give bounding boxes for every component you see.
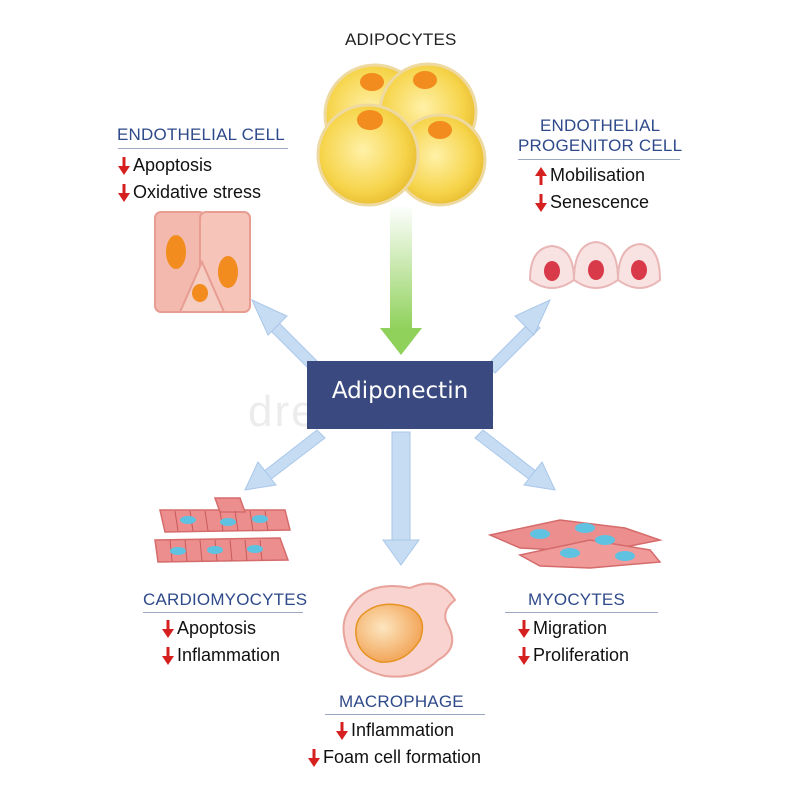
down-arrow-icon	[118, 156, 130, 175]
myocytes-effect-2: Proliferation	[518, 645, 629, 666]
adipocytes-title: ADIPOCYTES	[345, 30, 457, 49]
endothelial-divider	[118, 148, 288, 149]
myocytes-divider	[505, 612, 658, 613]
cardiomyocytes-divider	[143, 612, 303, 613]
progenitor-title-line2: PROGENITOR CELL	[518, 136, 683, 155]
arrow-to-endothelial	[250, 298, 322, 374]
macrophage-effect-2: Foam cell formation	[308, 747, 481, 768]
progenitor-effect-1: Mobilisation	[535, 165, 645, 186]
source-arrow	[380, 205, 422, 355]
endothelial-effect-1: Apoptosis	[118, 155, 212, 176]
down-arrow-icon	[336, 721, 348, 740]
arrow-to-macrophage	[382, 431, 420, 566]
effect-text: Migration	[533, 618, 608, 638]
endothelial-effect-2: Oxidative stress	[118, 182, 261, 203]
endothelial-title: ENDOTHELIAL CELL	[117, 125, 285, 144]
down-arrow-icon	[308, 748, 320, 767]
down-arrow-icon	[535, 193, 547, 212]
effect-text: Apoptosis	[133, 155, 213, 175]
adiponectin-box: Adiponectin	[307, 361, 493, 429]
effect-text: Mobilisation	[550, 165, 646, 185]
effect-text: Inflammation	[177, 645, 281, 665]
effect-text: Apoptosis	[177, 618, 257, 638]
effect-text: Senescence	[550, 192, 650, 212]
cardiomyocytes-effect-2: Inflammation	[162, 645, 280, 666]
myocytes-illustration	[487, 519, 663, 569]
up-arrow-icon	[535, 166, 547, 185]
macrophage-title: MACROPHAGE	[339, 692, 464, 711]
cardiomyocytes-effect-1: Apoptosis	[162, 618, 256, 639]
adiponectin-label: Adiponectin	[331, 378, 469, 404]
cardiomyocytes-illustration	[154, 497, 291, 563]
effect-text: Oxidative stress	[133, 182, 262, 202]
down-arrow-icon	[162, 619, 174, 638]
effect-text: Inflammation	[351, 720, 455, 740]
arrow-to-cardiomyocytes	[244, 429, 326, 491]
effect-text: Foam cell formation	[323, 747, 482, 767]
arrow-to-myocytes	[474, 429, 556, 491]
progenitor-divider	[518, 159, 680, 160]
macrophage-divider	[325, 714, 485, 715]
macrophage-effect-1: Inflammation	[336, 720, 454, 741]
effect-text: Proliferation	[533, 645, 630, 665]
progenitor-title-line1: ENDOTHELIAL	[540, 116, 661, 135]
down-arrow-icon	[518, 646, 530, 665]
arrow-to-progenitor	[486, 298, 552, 374]
endothelial-cell-illustration	[154, 211, 251, 313]
down-arrow-icon	[118, 183, 130, 202]
progenitor-effect-2: Senescence	[535, 192, 649, 213]
adipocytes-illustration	[316, 62, 487, 207]
down-arrow-icon	[518, 619, 530, 638]
macrophage-illustration	[342, 582, 457, 678]
endothelial-progenitor-illustration	[528, 240, 662, 289]
down-arrow-icon	[162, 646, 174, 665]
myocytes-effect-1: Migration	[518, 618, 607, 639]
myocytes-title: MYOCYTES	[528, 590, 626, 609]
cardiomyocytes-title: CARDIOMYOCYTES	[143, 590, 308, 609]
